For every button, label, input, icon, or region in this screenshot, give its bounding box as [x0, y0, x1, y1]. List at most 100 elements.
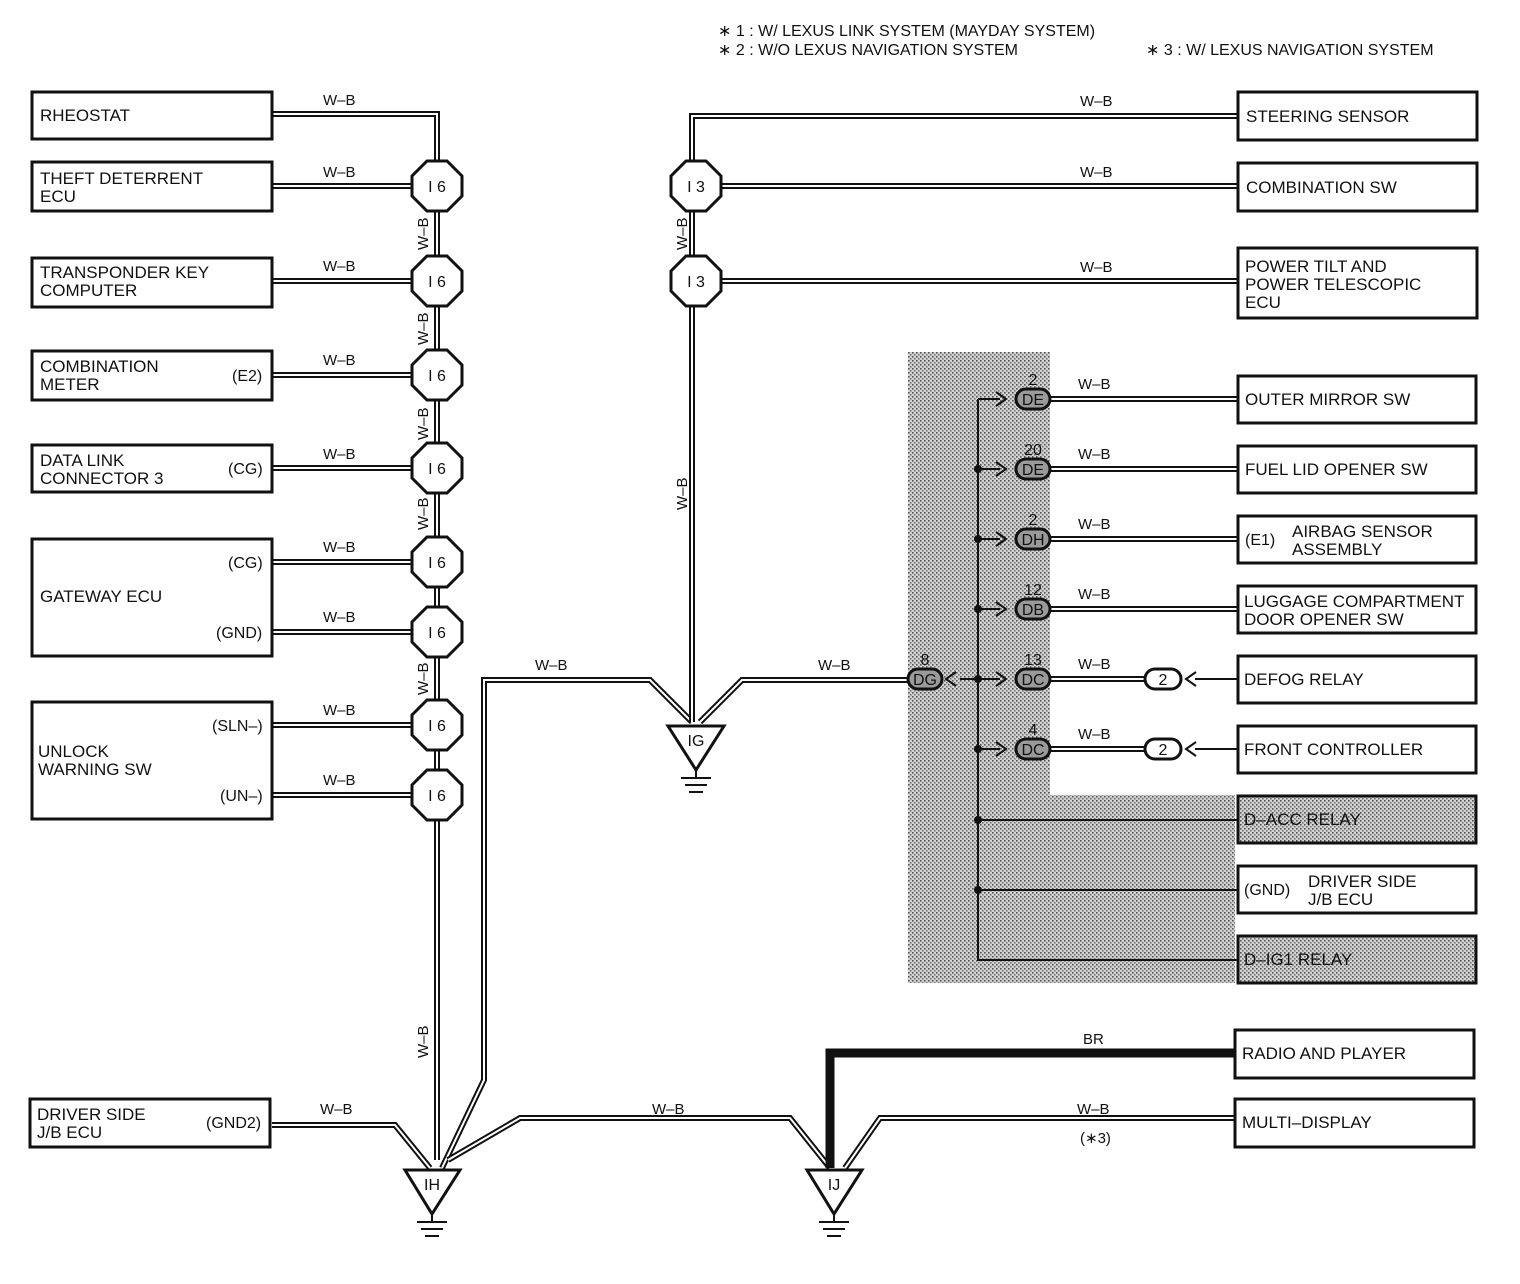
svg-text:DG: DG	[913, 672, 937, 689]
svg-text:IG: IG	[688, 733, 705, 750]
wire-label: W–B	[1078, 516, 1111, 533]
connector-relay-defog: 2	[1143, 667, 1197, 691]
wire-label: W–B	[1080, 259, 1113, 276]
junction-i3: I 3	[669, 254, 723, 308]
component-multi-display: MULTI–DISPLAY	[1233, 1097, 1476, 1149]
connector-dc-4: DC 4	[995, 722, 1052, 761]
note-2: ∗ 2 : W/O LEXUS NAVIGATION SYSTEM	[718, 42, 1018, 59]
component-front-controller: FRONT CONTROLLER	[1236, 724, 1478, 775]
svg-text:I 6: I 6	[428, 274, 446, 291]
connector-dh-2: DH 2	[995, 512, 1052, 551]
svg-text:DOOR OPENER SW: DOOR OPENER SW	[1244, 610, 1404, 629]
svg-text:DE: DE	[1022, 392, 1044, 409]
junction-i6: I 6	[410, 254, 464, 308]
svg-text:GATEWAY ECU: GATEWAY ECU	[40, 587, 162, 606]
svg-text:COMBINATION SW: COMBINATION SW	[1246, 178, 1397, 197]
wire-label: W–B	[320, 1101, 353, 1118]
wire-label: W–B	[415, 407, 432, 440]
svg-text:IH: IH	[424, 1177, 440, 1194]
svg-text:RHEOSTAT: RHEOSTAT	[40, 106, 130, 125]
svg-text:I 6: I 6	[428, 461, 446, 478]
svg-text:2: 2	[1159, 672, 1168, 689]
junction-i6: I 6	[410, 605, 464, 659]
component-transponder-key-computer: TRANSPONDER KEY COMPUTER	[30, 256, 274, 309]
svg-text:ECU: ECU	[40, 187, 76, 206]
svg-text:DE: DE	[1022, 462, 1044, 479]
svg-text:I 6: I 6	[428, 368, 446, 385]
component-fuel-lid-opener-sw: FUEL LID OPENER SW	[1236, 444, 1478, 495]
junction-i6: I 6	[410, 698, 464, 752]
svg-text:DC: DC	[1021, 742, 1044, 759]
wire-label: W–B	[415, 1025, 432, 1058]
wire-label: W–B	[323, 539, 356, 556]
wire-label: W–B	[1077, 1101, 1110, 1118]
wire-label: W–B	[535, 657, 568, 674]
svg-text:(UN–): (UN–)	[220, 788, 263, 805]
wire-label: W–B	[1078, 586, 1111, 603]
junction-i3: I 3	[669, 159, 723, 213]
wire-label: W–B	[1078, 656, 1111, 673]
wire-label: W–B	[323, 352, 356, 369]
ground-ig: IG	[665, 724, 727, 793]
svg-text:DEFOG RELAY: DEFOG RELAY	[1244, 670, 1364, 689]
svg-text:20: 20	[1024, 442, 1042, 459]
svg-text:ASSEMBLY: ASSEMBLY	[1292, 540, 1382, 559]
wire-label: W–B	[818, 657, 851, 674]
junction-i6: I 6	[410, 159, 464, 213]
wire-label: W–B	[323, 702, 356, 719]
component-unlock-warning-sw: UNLOCK WARNING SW (SLN–) (UN–)	[30, 700, 274, 821]
svg-text:J/B ECU: J/B ECU	[1308, 890, 1373, 909]
svg-text:D–IG1 RELAY: D–IG1 RELAY	[1244, 950, 1352, 969]
svg-text:(GND): (GND)	[216, 625, 262, 642]
svg-text:12: 12	[1024, 582, 1042, 599]
junction-block-shading	[908, 352, 1235, 983]
svg-text:(CG): (CG)	[228, 555, 263, 572]
svg-text:POWER TILT AND: POWER TILT AND	[1245, 257, 1387, 276]
svg-text:(GND): (GND)	[1244, 882, 1290, 899]
svg-text:STEERING SENSOR: STEERING SENSOR	[1246, 107, 1409, 126]
svg-text:CONNECTOR 3: CONNECTOR 3	[40, 469, 163, 488]
connector-de-20: DE 20	[995, 442, 1052, 481]
svg-text:ECU: ECU	[1245, 293, 1281, 312]
svg-text:I 3: I 3	[687, 179, 705, 196]
junction-i3-group: I 3 I 3	[669, 159, 723, 308]
component-data-link-connector-3: DATA LINK CONNECTOR 3 (CG)	[30, 443, 274, 494]
svg-text:COMBINATION: COMBINATION	[40, 357, 159, 376]
component-defog-relay: DEFOG RELAY	[1236, 654, 1478, 705]
component-combination-meter: COMBINATION METER (E2)	[30, 349, 274, 402]
component-power-tilt-telescopic-ecu: POWER TILT AND POWER TELESCOPIC ECU	[1236, 246, 1479, 320]
svg-text:D–ACC RELAY: D–ACC RELAY	[1244, 810, 1361, 829]
svg-text:AIRBAG SENSOR: AIRBAG SENSOR	[1292, 522, 1433, 541]
svg-text:DRIVER SIDE: DRIVER SIDE	[1308, 872, 1417, 891]
component-steering-sensor: STEERING SENSOR	[1236, 90, 1479, 142]
connector-db-12: DB 12	[995, 582, 1052, 621]
wire-labels: W–B W–B W–B W–B W–B W–B W–B W–B W–B W–B …	[320, 92, 1113, 1147]
connector-relay-front-controller: 2	[1143, 737, 1197, 761]
wire-label: W–B	[1080, 164, 1113, 181]
svg-text:WARNING SW: WARNING SW	[38, 760, 152, 779]
svg-text:THEFT DETERRENT: THEFT DETERRENT	[40, 169, 203, 188]
svg-text:2: 2	[1029, 512, 1038, 529]
svg-text:DATA LINK: DATA LINK	[40, 451, 125, 470]
component-driver-side-jb-ecu-right: (GND) DRIVER SIDE J/B ECU	[1236, 864, 1478, 915]
junction-i6-group: I 6 I 6 I 6 I 6 I 6 I 6 I 6 I 6	[410, 159, 464, 822]
svg-text:DH: DH	[1021, 532, 1044, 549]
component-combination-sw: COMBINATION SW	[1236, 161, 1479, 213]
svg-text:J/B ECU: J/B ECU	[37, 1123, 102, 1142]
svg-text:UNLOCK: UNLOCK	[38, 742, 110, 761]
wire-label: W–B	[1078, 726, 1111, 743]
note-1: ∗ 1 : W/ LEXUS LINK SYSTEM (MAYDAY SYSTE…	[718, 23, 1095, 40]
note-3: ∗ 3 : W/ LEXUS NAVIGATION SYSTEM	[1146, 42, 1434, 59]
svg-text:4: 4	[1029, 722, 1038, 739]
svg-text:MULTI–DISPLAY: MULTI–DISPLAY	[1242, 1113, 1372, 1132]
svg-text:TRANSPONDER KEY: TRANSPONDER KEY	[40, 263, 209, 282]
svg-text:I 6: I 6	[428, 625, 446, 642]
component-radio-and-player: RADIO AND PLAYER	[1233, 1028, 1476, 1080]
svg-text:I 6: I 6	[428, 555, 446, 572]
component-outer-mirror-sw: OUTER MIRROR SW	[1236, 374, 1478, 425]
svg-text:I 6: I 6	[428, 179, 446, 196]
wire-label: W–B	[323, 446, 356, 463]
svg-text:(CG): (CG)	[228, 461, 263, 478]
component-airbag-sensor-assembly: (E1) AIRBAG SENSOR ASSEMBLY	[1236, 514, 1478, 565]
